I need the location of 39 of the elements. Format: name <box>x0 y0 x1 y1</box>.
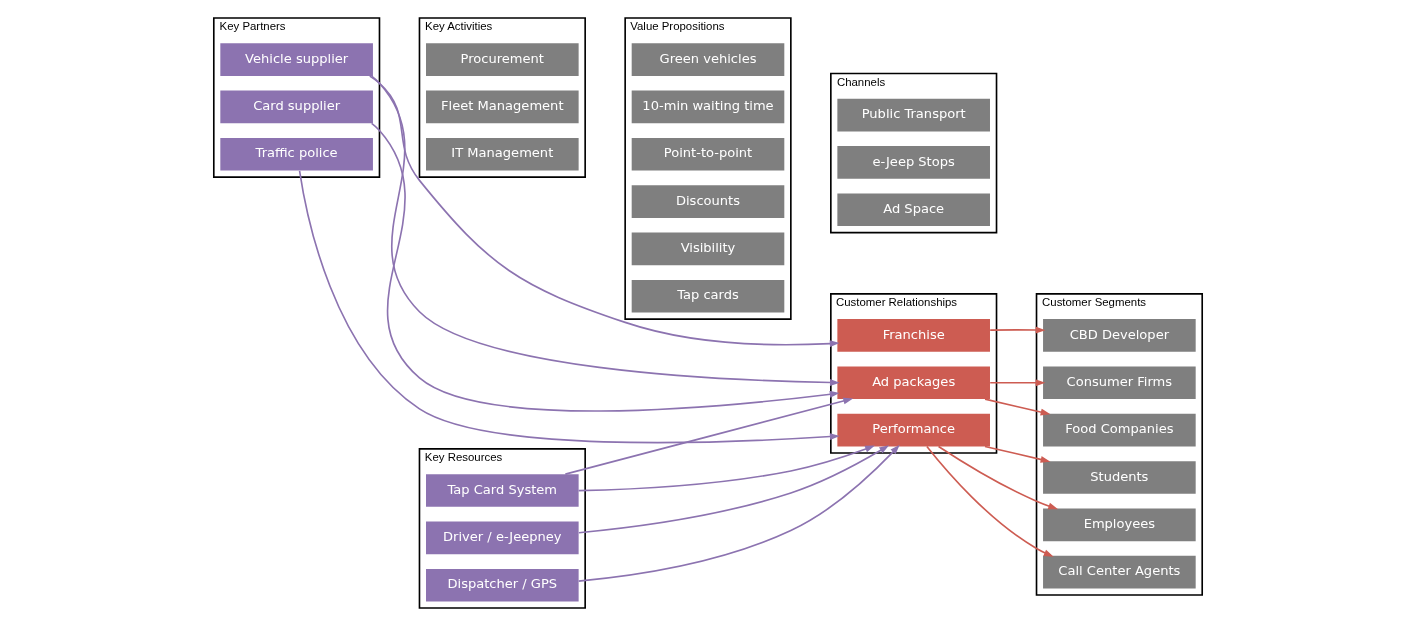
arrow <box>926 445 1054 557</box>
arrow <box>984 398 1051 416</box>
node-box: Food Companies <box>1043 413 1196 447</box>
arrow <box>298 170 840 444</box>
arrow <box>578 445 890 534</box>
node-box: Employees <box>1043 508 1196 542</box>
node-box: Students <box>1043 461 1196 494</box>
node-box: Point-to-point <box>631 137 785 171</box>
node-box: Ad Space <box>837 193 990 227</box>
node-box: Dispatcher / GPS <box>426 568 579 602</box>
node-box: Traffic police <box>220 137 373 171</box>
node-box: Tap cards <box>631 279 785 313</box>
arrow <box>370 122 840 412</box>
node-box: IT Management <box>426 137 579 171</box>
node-box: Card supplier <box>220 90 373 124</box>
node-box: Visibility <box>631 232 785 266</box>
node-box: Consumer Firms <box>1043 366 1196 400</box>
node-box: 10-min waiting time <box>631 90 785 124</box>
node-box: Call Center Agents <box>1043 555 1196 589</box>
node-box: Performance <box>837 413 990 447</box>
arrow <box>577 445 875 492</box>
node-box: Vehicle supplier <box>220 43 373 76</box>
node-box: Green vehicles <box>631 43 785 76</box>
node-box: Tap Card System <box>426 474 579 507</box>
node-box: Ad packages <box>837 366 990 400</box>
node-box: e-Jeep Stops <box>837 146 990 179</box>
node-box: Public Transport <box>837 98 990 132</box>
arrow <box>989 326 1046 334</box>
arrow <box>984 445 1051 463</box>
arrow <box>989 379 1046 387</box>
arrow <box>577 444 900 582</box>
arrow <box>937 445 1059 510</box>
arrow <box>564 397 854 475</box>
node-box: Driver / e-Jeepney <box>426 521 579 555</box>
node-box: CBD Developer <box>1043 319 1196 352</box>
node-box: Franchise <box>837 319 990 352</box>
node-box: Fleet Management <box>426 90 579 124</box>
node-box: Discounts <box>631 185 785 218</box>
node-box: Procurement <box>426 43 579 76</box>
